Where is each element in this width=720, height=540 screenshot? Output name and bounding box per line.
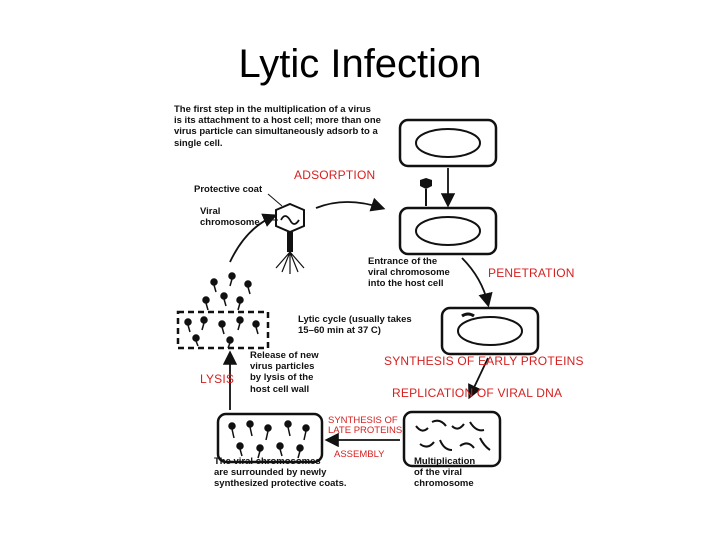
- slide-title: Lytic Infection: [238, 42, 482, 86]
- release-text: Release of new virus particles by lysis …: [250, 350, 319, 395]
- adsorption-label: ADSORPTION: [294, 168, 376, 182]
- host-cell-1: [398, 118, 498, 168]
- lytic-cycle-text: Lytic cycle (usually takes 15–60 min at …: [298, 314, 412, 337]
- protective-coat-label: Protective coat: [194, 184, 263, 195]
- host-cell-3: [440, 306, 540, 356]
- lysis-label: LYSIS: [200, 372, 235, 386]
- intro-text: The first step in the multiplication of …: [174, 104, 381, 149]
- replication-label: REPLICATION OF VIRAL DNA: [392, 386, 563, 400]
- bacteriophage: [275, 202, 305, 274]
- lysis-cell: [176, 272, 270, 350]
- synthesis-late-label: SYNTHESIS OF LATE PROTEINS: [328, 415, 403, 437]
- cycle-arrows: [222, 168, 493, 448]
- lytic-cycle-diagram: The first step in the multiplication of …: [170, 100, 610, 500]
- multiplication-text: Multiplication of the viral chromosome: [414, 456, 476, 490]
- host-cell-2: [398, 178, 498, 256]
- diagram-drawing: [176, 118, 540, 468]
- host-cell-4: [402, 410, 502, 468]
- viral-chromosome-label: Viral chromosome: [200, 206, 260, 229]
- penetration-label: PENETRATION: [488, 266, 575, 280]
- assembly-cell: [216, 412, 324, 464]
- synthesis-early-label: SYNTHESIS OF EARLY PROTEINS: [384, 354, 584, 368]
- entrance-text: Entrance of the viral chromosome into th…: [368, 256, 450, 290]
- assembly-label: ASSEMBLY: [334, 449, 385, 460]
- surrounded-text: The viral chromosomes are surrounded by …: [214, 456, 347, 490]
